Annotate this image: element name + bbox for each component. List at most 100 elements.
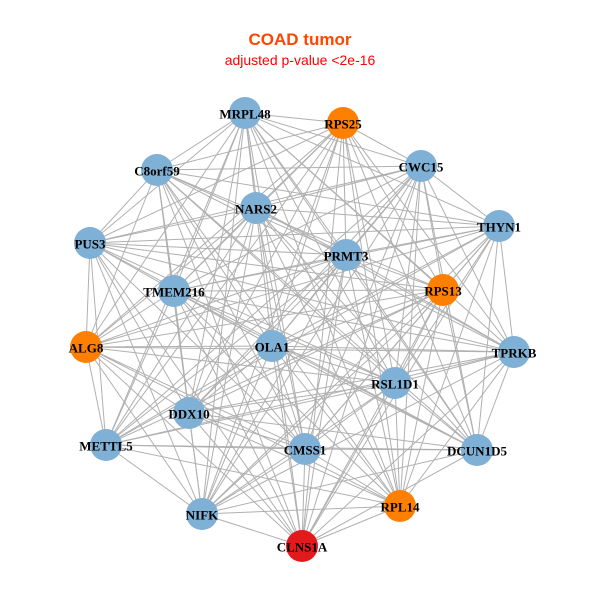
edge <box>188 382 396 414</box>
node-label: PUS3 <box>74 237 106 252</box>
edge <box>85 289 444 348</box>
edge <box>394 382 478 451</box>
edge <box>85 346 107 446</box>
edge <box>85 346 515 353</box>
edge <box>156 169 500 227</box>
edge <box>173 254 347 292</box>
edge <box>255 207 306 450</box>
node-rsl1d1[interactable]: RSL1D1 <box>371 367 419 399</box>
edge <box>89 242 396 384</box>
edge <box>342 122 478 451</box>
edge <box>85 346 401 507</box>
edge <box>156 169 444 291</box>
node-c8orf59[interactable]: C8orf59 <box>134 154 180 186</box>
edge <box>420 165 515 353</box>
edge <box>85 169 158 348</box>
edge <box>244 112 500 227</box>
node-rps13[interactable]: RPS13 <box>424 274 462 306</box>
node-label: C8orf59 <box>134 164 180 179</box>
edge <box>156 169 273 347</box>
edge <box>85 346 306 450</box>
node-label: RSL1D1 <box>371 377 419 392</box>
edge <box>271 225 500 347</box>
node-prmt3[interactable]: PRMT3 <box>324 239 369 271</box>
node-circle <box>286 530 318 562</box>
node-circle <box>229 97 261 129</box>
node-circle <box>158 275 190 307</box>
node-ddx10[interactable]: DDX10 <box>168 397 210 429</box>
node-label: RPL14 <box>381 500 421 515</box>
edge <box>105 165 422 446</box>
edge <box>105 254 347 446</box>
node-circle <box>327 107 359 139</box>
edge <box>244 112 303 547</box>
node-circle <box>379 367 411 399</box>
node-pus3[interactable]: PUS3 <box>74 227 106 259</box>
edge <box>85 225 500 348</box>
node-nifk[interactable]: NIFK <box>186 498 219 530</box>
edge <box>304 289 444 450</box>
node-circle <box>186 498 218 530</box>
node-alg8[interactable]: ALG8 <box>69 331 104 363</box>
node-tprkb[interactable]: TPRKB <box>492 336 537 368</box>
edge <box>89 169 158 244</box>
edge <box>201 449 478 515</box>
node-label: CLNS1A <box>277 540 328 555</box>
edge <box>201 122 344 515</box>
edge <box>201 351 515 515</box>
edge <box>89 207 257 244</box>
edge <box>85 346 190 414</box>
edge <box>105 345 273 446</box>
node-nars2[interactable]: NARS2 <box>235 192 277 224</box>
node-thyn1[interactable]: THYN1 <box>477 210 521 242</box>
edge <box>188 207 257 414</box>
edge <box>301 165 422 547</box>
node-ola1[interactable]: OLA1 <box>255 330 290 362</box>
node-clns1a[interactable]: CLNS1A <box>277 530 328 562</box>
edge <box>304 448 478 451</box>
figure-subtitle: adjusted p-value <2e-16 <box>224 52 376 68</box>
edge <box>399 289 444 507</box>
node-mettl5[interactable]: METTL5 <box>79 429 133 461</box>
edge <box>342 122 396 384</box>
edge <box>255 207 515 353</box>
node-circle <box>427 274 459 306</box>
edge <box>156 165 422 171</box>
edge <box>301 448 306 547</box>
node-label: DCUN1D5 <box>447 444 507 459</box>
node-label: RPS25 <box>324 117 362 132</box>
node-label: TPRKB <box>492 346 537 361</box>
edge <box>89 242 515 353</box>
node-rpl14[interactable]: RPL14 <box>381 490 421 522</box>
node-rps25[interactable]: RPS25 <box>324 107 362 139</box>
node-circle <box>173 397 205 429</box>
edge <box>301 289 444 547</box>
edge <box>394 382 401 507</box>
edge <box>89 225 500 244</box>
edge <box>201 254 347 515</box>
node-cwc15[interactable]: CWC15 <box>399 150 444 182</box>
edge <box>255 207 401 507</box>
edge <box>244 112 344 124</box>
edge <box>476 351 515 451</box>
edge <box>173 290 303 547</box>
node-circle <box>256 330 288 362</box>
node-mrpl48[interactable]: MRPL48 <box>219 97 271 129</box>
edge <box>173 289 444 292</box>
edge <box>271 254 347 347</box>
edge <box>156 112 246 171</box>
edge <box>89 242 303 547</box>
node-dcun1d5[interactable]: DCUN1D5 <box>447 434 507 466</box>
edge <box>188 412 306 450</box>
edge <box>105 207 257 446</box>
edge <box>105 290 175 446</box>
edge <box>244 112 422 167</box>
edge <box>399 225 500 507</box>
node-tmem216[interactable]: TMEM216 <box>143 275 205 307</box>
figure-title: COAD tumor <box>248 30 352 49</box>
edge <box>442 289 478 451</box>
edge <box>394 351 515 384</box>
edge <box>304 254 347 450</box>
node-cmss1[interactable]: CMSS1 <box>284 433 327 465</box>
